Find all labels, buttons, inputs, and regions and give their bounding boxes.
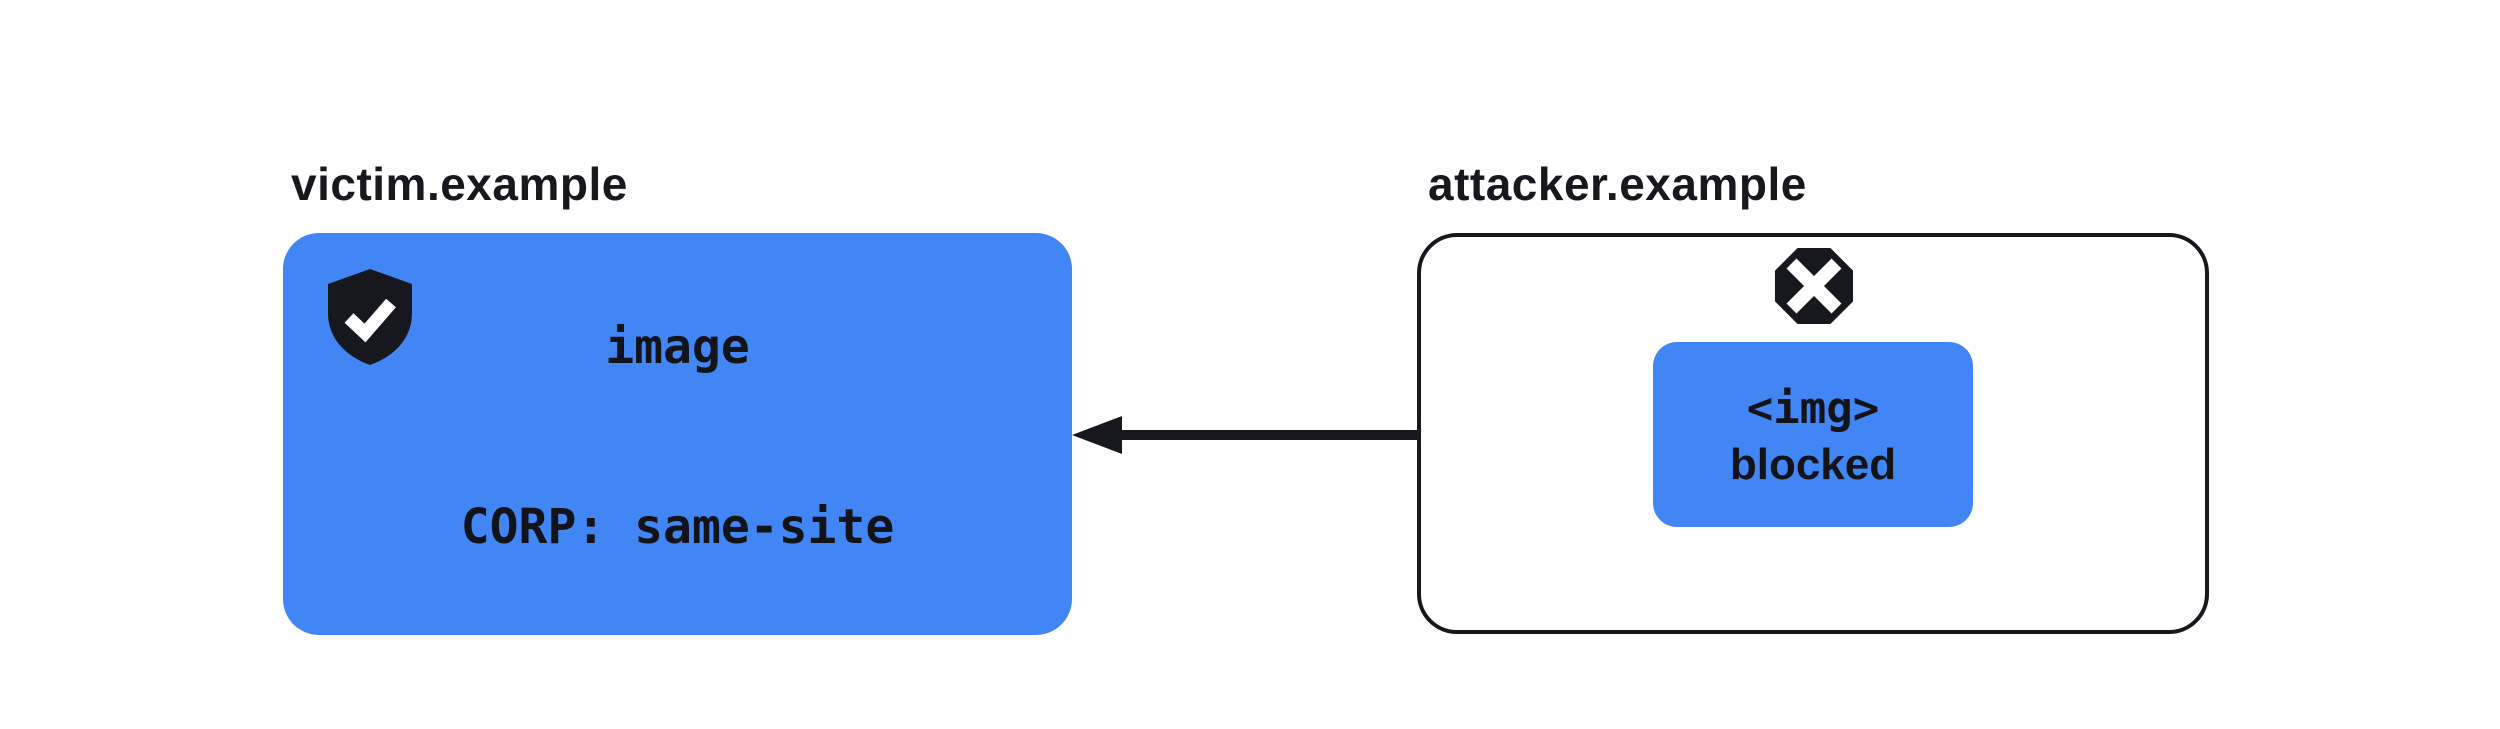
victim-domain-label: victim.example <box>291 158 628 210</box>
attacker-domain-label: attacker.example <box>1428 158 1807 210</box>
blocked-text: blocked <box>1729 439 1897 489</box>
victim-box-text: image CORP: same-site <box>461 197 894 677</box>
octagon-x-icon <box>1775 248 1853 324</box>
resource-type-text: image <box>605 319 750 375</box>
victim-resource-box: image CORP: same-site <box>283 233 1072 635</box>
blocked-request-arrow <box>1072 416 1653 454</box>
shield-check-icon <box>328 269 412 365</box>
img-blocked-box: <img> blocked <box>1653 342 1973 527</box>
attacker-page-box: <img> blocked <box>1417 233 2209 634</box>
img-tag-text: <img> <box>1746 382 1880 434</box>
corp-header-text: CORP: same-site <box>460 499 895 555</box>
